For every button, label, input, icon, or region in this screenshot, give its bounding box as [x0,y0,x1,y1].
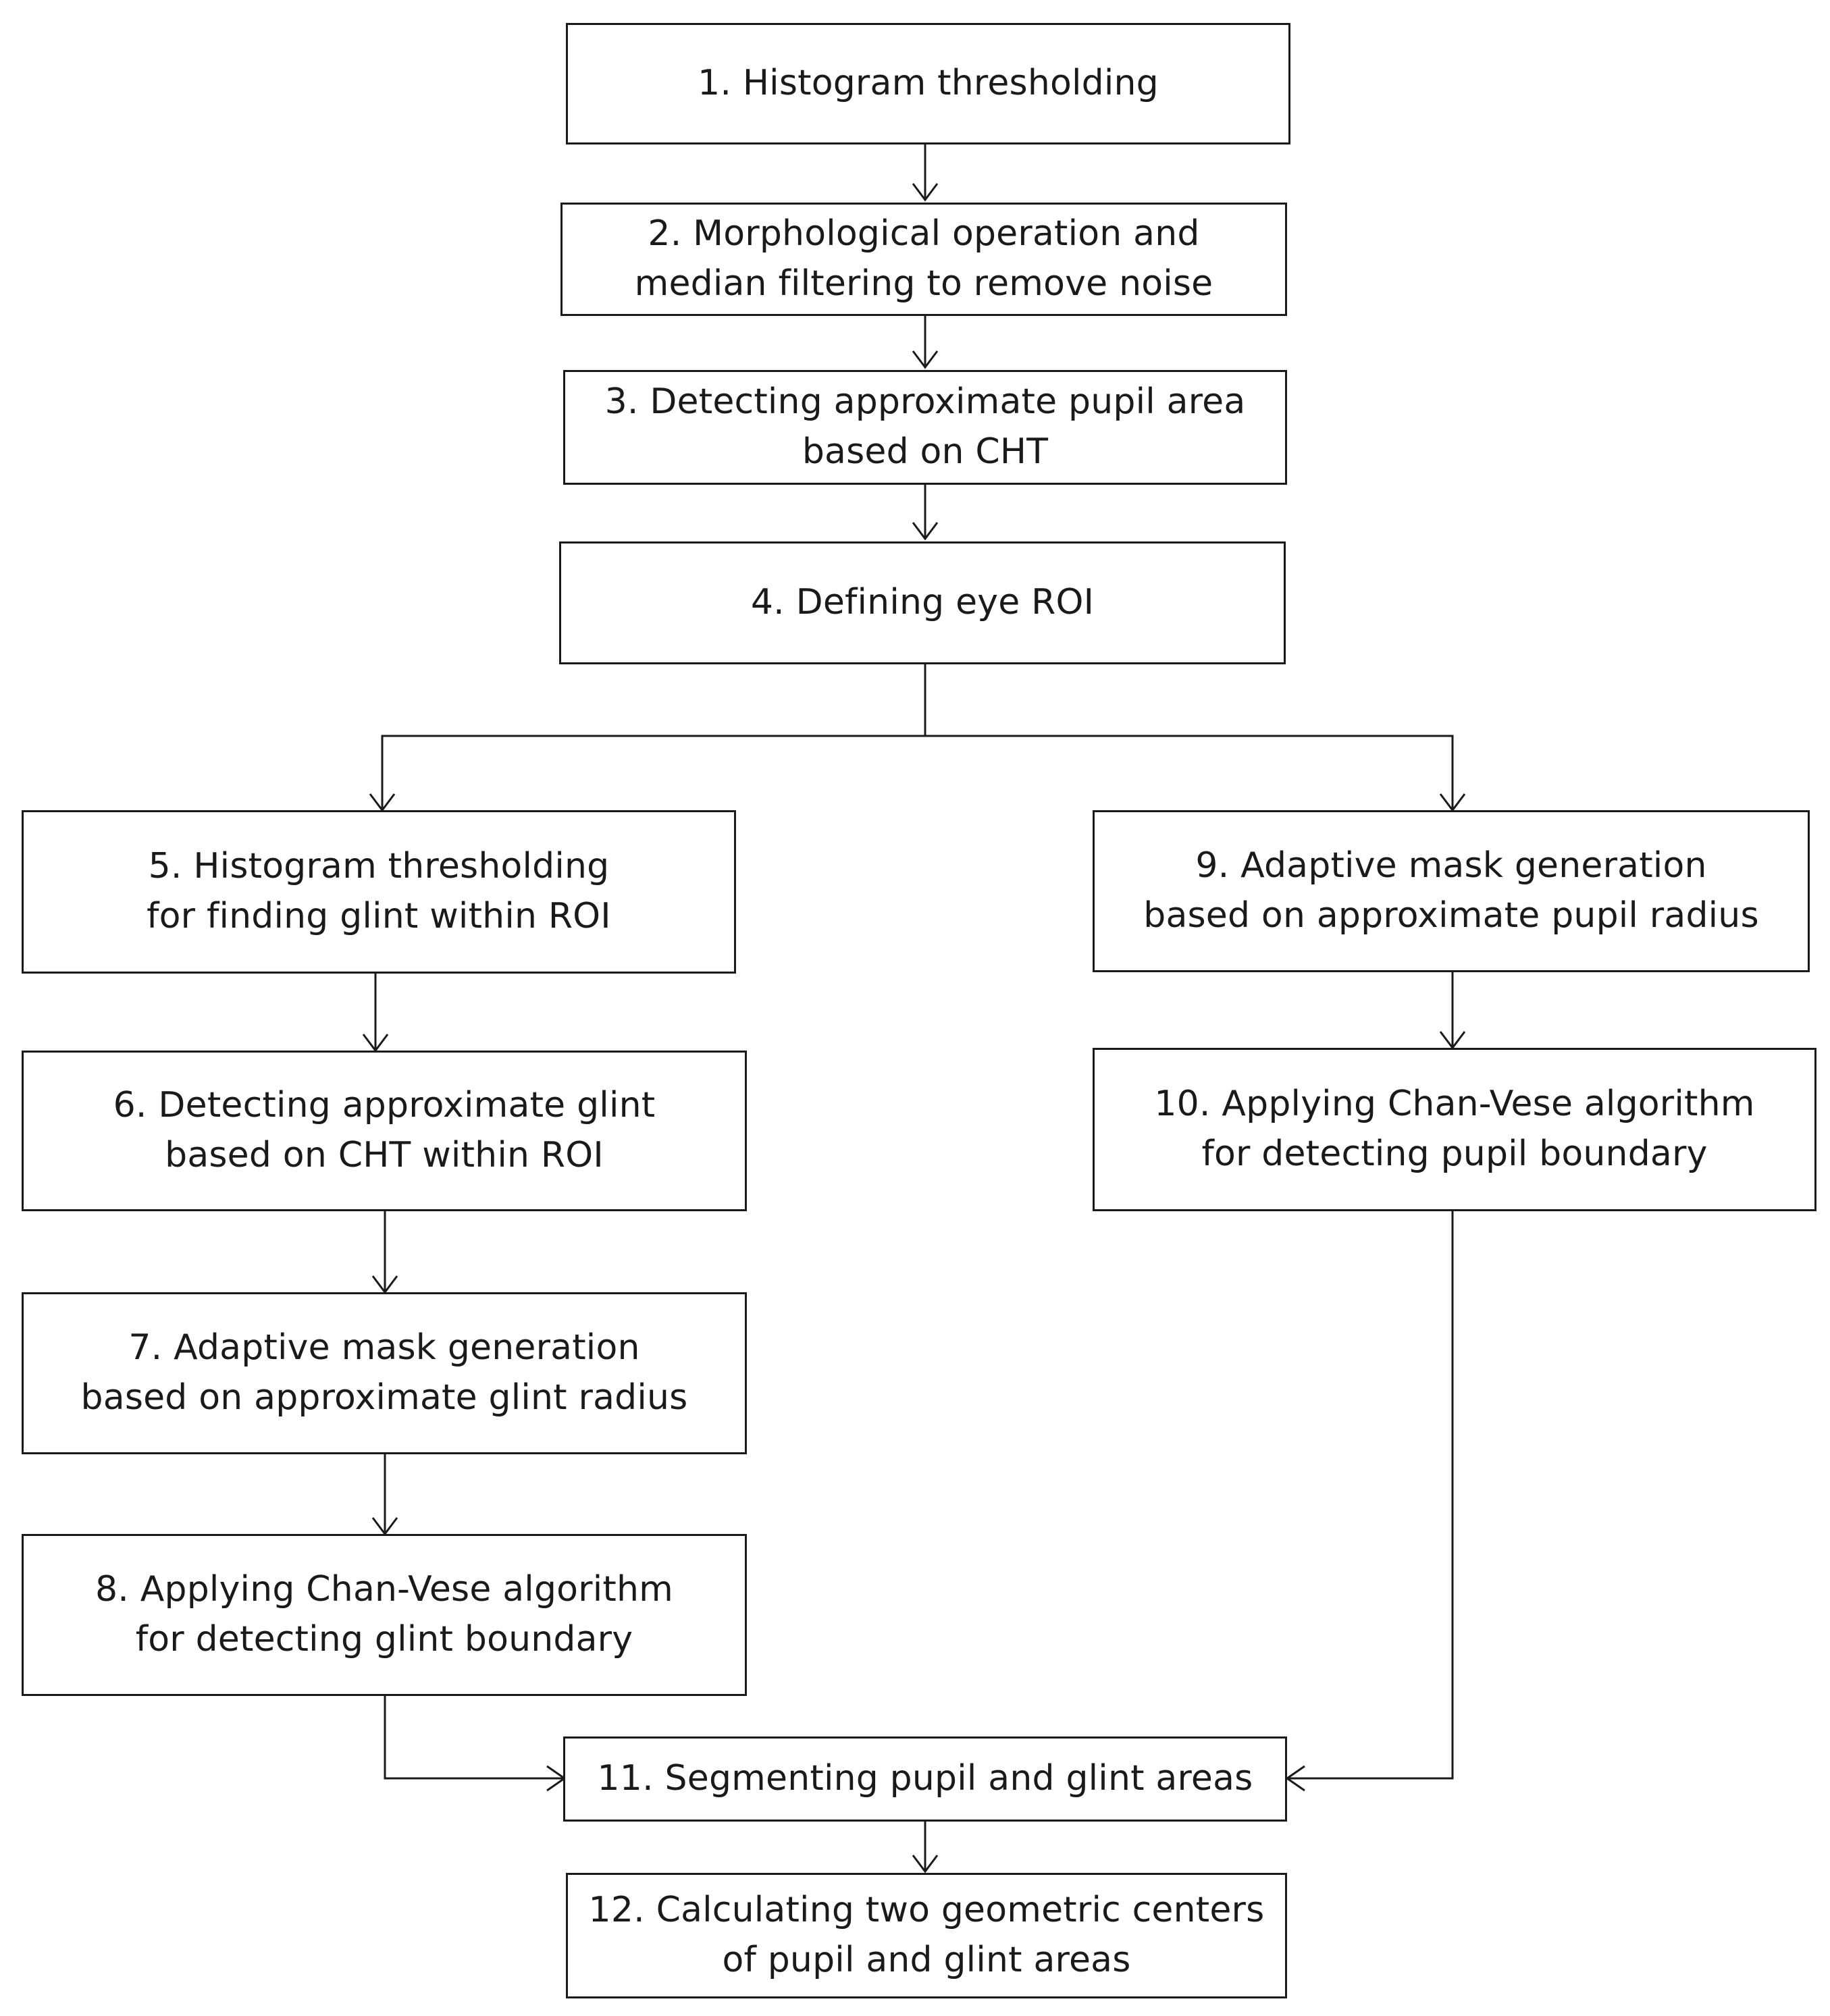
arrow-s9-s10 [1439,972,1466,1050]
step-3-box: 3. Detecting approximate pupil area base… [563,370,1287,485]
step-5-line-1: 5. Histogram thresholding [148,846,610,887]
arrow-s11-s12 [912,1822,939,1874]
arrow-s1-s2 [912,144,939,202]
step-3-line-2: based on CHT [802,431,1049,472]
step-1-line-1: 1. Histogram thresholding [698,63,1159,104]
step-5-line-2: for finding glint within ROI [147,896,611,936]
arrow-s10-s11 [1285,1211,1454,1792]
step-3-line-1: 3. Detecting approximate pupil area [604,381,1246,423]
arrow-s6-s7 [371,1211,398,1294]
step-10-line-2: for detecting pupil boundary [1201,1134,1708,1174]
step-12-line-2: of pupil and glint areas [722,1940,1131,1980]
arrow-s7-s8 [371,1454,398,1536]
step-7-box: 7. Adaptive mask generation based on app… [22,1292,747,1454]
step-9-box: 9. Adaptive mask generation based on app… [1093,810,1810,972]
step-2-line-2: median filtering to remove noise [634,263,1213,304]
step-10-line-1: 10. Applying Chan-Vese algorithm [1154,1084,1755,1125]
arrow-s5-s6 [362,974,389,1053]
step-11-line-1: 11. Segmenting pupil and glint areas [597,1758,1253,1799]
step-10-box: 10. Applying Chan-Vese algorithm for det… [1093,1048,1816,1211]
step-5-box: 5. Histogram thresholding for finding gl… [22,810,736,974]
step-8-line-1: 8. Applying Chan-Vese algorithm [95,1569,673,1610]
step-6-box: 6. Detecting approximate glint based on … [22,1051,747,1211]
step-1-box: 1. Histogram thresholding [566,23,1290,144]
arrow-s2-s3 [912,316,939,369]
step-6-line-2: based on CHT within ROI [165,1135,604,1175]
step-4-box: 4. Defining eye ROI [559,541,1286,664]
step-12-box: 12. Calculating two geometric centers of… [566,1873,1287,1998]
step-7-line-1: 7. Adaptive mask generation [128,1327,640,1369]
step-9-line-2: based on approximate pupil radius [1143,895,1759,936]
step-8-line-2: for detecting glint boundary [135,1619,633,1660]
step-6-line-1: 6. Detecting approximate glint [113,1085,656,1126]
step-4-line-1: 4. Defining eye ROI [750,582,1095,623]
step-2-box: 2. Morphological operation and median fi… [560,203,1287,316]
arrow-s3-s4 [912,485,939,541]
step-7-line-2: based on approximate glint radius [80,1377,688,1418]
step-2-line-1: 2. Morphological operation and [648,213,1200,255]
step-9-line-1: 9. Adaptive mask generation [1195,845,1707,886]
step-12-line-1: 12. Calculating two geometric centers [588,1890,1265,1931]
arrow-s8-s11 [384,1696,567,1792]
step-11-box: 11. Segmenting pupil and glint areas [563,1736,1287,1822]
arrow-s4-branch [369,664,1466,812]
step-8-box: 8. Applying Chan-Vese algorithm for dete… [22,1534,747,1696]
